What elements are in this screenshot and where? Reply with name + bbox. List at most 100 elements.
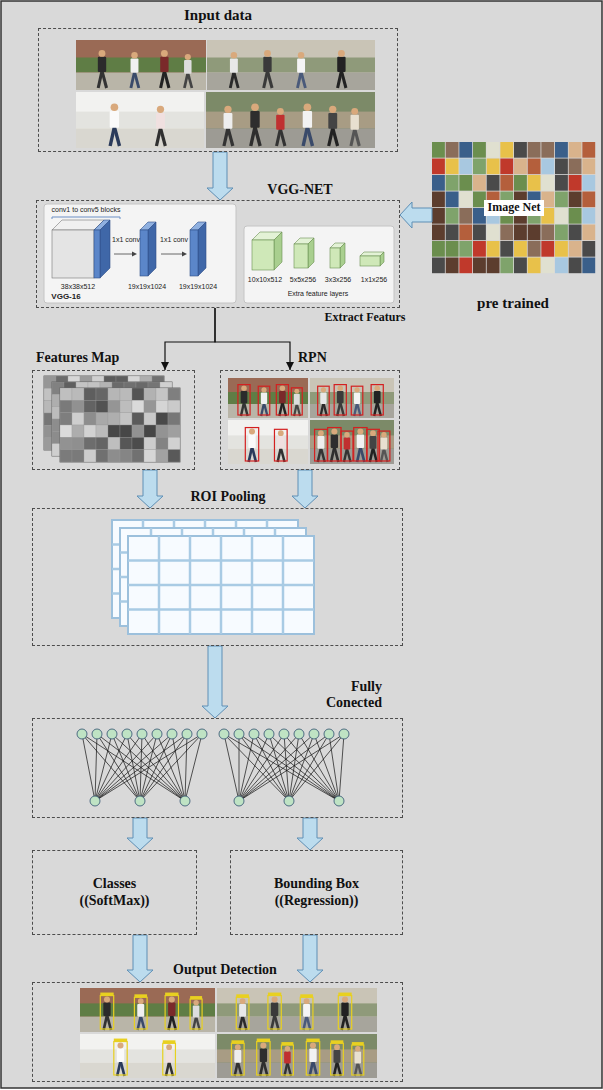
flow-head [182,252,187,257]
block-arrow [137,470,163,508]
fc-link [239,734,339,801]
feature-cell [132,400,144,412]
detection-box [354,428,367,461]
thumbnail [569,175,582,191]
feature-sheet [52,382,172,456]
neuron [197,729,207,739]
photo-ground [217,1063,377,1078]
feature-cell [108,388,120,400]
thumbnail [446,192,459,208]
feature-cell [156,437,168,449]
pretrain-panel: Image Netpre trained [432,142,596,274]
neuron [167,729,177,739]
detection-box [281,1045,293,1075]
head [304,998,310,1004]
photo [206,92,375,148]
thumbnail [446,241,459,257]
neuron [324,729,334,739]
grid-line [128,559,314,562]
thumbnail [446,225,459,241]
layer-label: 3x3x256 [325,276,351,284]
head [166,1044,172,1050]
thumbnail [569,258,582,274]
neuron [264,729,274,739]
thumbnail [582,225,595,241]
fc-link [299,734,339,801]
thumbnail [473,258,486,274]
feature-cell [84,437,96,449]
head [304,103,312,111]
feature-cell [120,437,132,449]
feature-cell [72,388,84,400]
detection-box [236,997,249,1029]
fc-link [239,734,254,801]
thumbnail [541,142,554,158]
torso [344,437,351,449]
block-arrow [202,646,228,718]
fc-link [95,734,97,801]
head [370,430,376,436]
leg [188,73,192,88]
torso [309,1049,316,1062]
layer-label: 1x1 conv [160,236,188,244]
grid-line [128,608,314,611]
layer-label: Extra feature layers [288,290,349,298]
fc-link [239,734,284,801]
classifier-box: Classes ((SoftMax)) [32,850,197,935]
fc-link [339,734,344,801]
thumbnail [528,258,541,274]
torso [271,1003,278,1016]
neuron [339,729,349,739]
feature-cell [72,400,84,412]
block-front [94,230,100,278]
thumbnail [432,258,445,274]
photo-ground [310,404,394,418]
head [344,432,349,437]
layer-label: 1x1 conv [112,236,140,244]
input-photos [76,40,375,148]
torso [230,58,238,72]
detection-tag [165,993,178,996]
fc-link [224,734,239,801]
feature-cell [72,437,84,449]
neuron [284,796,294,806]
feature-sheet [44,376,164,450]
leg [357,403,360,416]
head [249,429,255,435]
block-front [294,244,308,268]
photo-band [228,435,308,448]
photo-ground [76,73,206,91]
head [351,108,358,115]
leg [307,127,312,146]
photo-ground [80,1063,215,1078]
fc-link [239,734,299,801]
leg [341,71,346,88]
thumbnail [541,258,554,274]
block-front [190,230,198,276]
torso [279,391,286,403]
leg [196,1017,200,1030]
detection-tag [236,994,249,997]
thumbnail [514,225,527,241]
thumbnail [473,225,486,241]
detection-tag [163,1040,176,1043]
neuron [180,796,190,806]
photo [310,378,394,418]
neuron [107,729,117,739]
photo [310,420,394,464]
fc-link [314,734,339,801]
fc-link [224,734,339,801]
feature-cell [120,450,132,462]
torso [103,1003,110,1016]
photo [217,988,377,1032]
thumbnail [446,208,459,224]
thumbnail [432,142,445,158]
leg [234,72,238,88]
thumbnail [541,241,554,257]
feature-cell [96,437,108,449]
leg [334,447,338,462]
detection-tag [338,993,351,996]
thumbnail [582,192,595,208]
torso [328,113,337,129]
